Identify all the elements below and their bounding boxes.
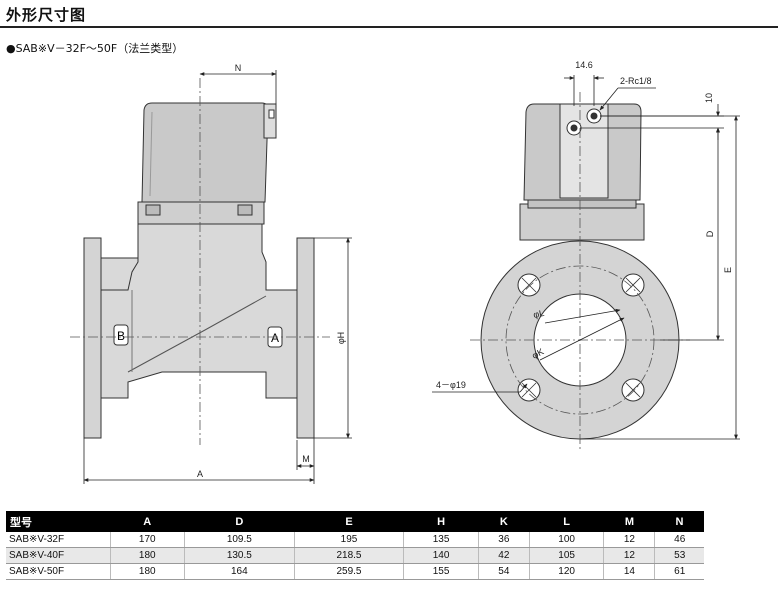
table-header-row: 型号 A D E H K L M N bbox=[6, 511, 704, 532]
table-row: SAB※V-32F 170 109.5 195 135 36 100 12 46 bbox=[6, 532, 704, 548]
cell: 218.5 bbox=[293, 547, 404, 564]
cell: 14 bbox=[603, 563, 655, 580]
dim-10: 10 bbox=[704, 93, 714, 103]
col-m: M bbox=[603, 511, 655, 532]
cell: 54 bbox=[477, 563, 530, 580]
col-l: L bbox=[529, 511, 604, 532]
col-n: N bbox=[654, 511, 704, 532]
left-flange bbox=[83, 237, 102, 439]
cell: SAB※V-50F bbox=[6, 563, 110, 580]
cell: 53 bbox=[654, 547, 704, 564]
col-d: D bbox=[184, 511, 295, 532]
title-divider bbox=[0, 26, 778, 28]
connector bbox=[263, 103, 277, 139]
col-e: E bbox=[294, 511, 404, 532]
table-row: SAB※V-40F 180 130.5 218.5 140 42 105 12 … bbox=[6, 547, 704, 564]
port-a-label: A bbox=[271, 331, 279, 345]
cell: SAB※V-32F bbox=[6, 532, 110, 548]
cell: 140 bbox=[403, 547, 479, 564]
dim-m: M bbox=[302, 454, 310, 464]
col-a: A bbox=[110, 511, 185, 532]
col-k: K bbox=[478, 511, 530, 532]
dim-n: N bbox=[235, 63, 242, 73]
cell: 180 bbox=[109, 547, 185, 564]
cell: 36 bbox=[477, 532, 530, 548]
dim-a: A bbox=[197, 469, 203, 479]
cell: 12 bbox=[603, 547, 655, 564]
cell: 180 bbox=[109, 563, 185, 580]
dim-14-6: 14.6 bbox=[575, 60, 593, 70]
dim-phi-l: φL bbox=[532, 308, 545, 320]
port-b-label: B bbox=[117, 329, 125, 343]
dim-phi-k: φK bbox=[530, 346, 545, 360]
right-flange bbox=[296, 237, 315, 439]
cell: 135 bbox=[403, 532, 479, 548]
dim-port: 2-Rc1/8 bbox=[620, 76, 652, 86]
valve-body bbox=[100, 221, 298, 399]
cell: 130.5 bbox=[184, 547, 295, 564]
dim-d: D bbox=[705, 230, 715, 237]
cell: 164 bbox=[184, 563, 295, 580]
cell: 120 bbox=[528, 563, 604, 580]
cell: 259.5 bbox=[293, 563, 404, 580]
side-view bbox=[83, 102, 315, 439]
spec-table: 型号 A D E H K L M N SAB※V-32F 170 109.5 1… bbox=[6, 511, 704, 580]
col-model: 型号 bbox=[6, 511, 110, 532]
cell: 155 bbox=[403, 563, 479, 580]
cell: 42 bbox=[477, 547, 530, 564]
cell: 46 bbox=[654, 532, 704, 548]
dim-e: E bbox=[723, 267, 733, 273]
page-title: 外形尺寸图 bbox=[6, 6, 87, 24]
cell: 109.5 bbox=[184, 532, 295, 548]
cell: 100 bbox=[528, 532, 604, 548]
table-row: SAB※V-50F 180 164 259.5 155 54 120 14 61 bbox=[6, 563, 704, 580]
dim-bolt-holes: 4－φ19 bbox=[436, 380, 466, 390]
cell: SAB※V-40F bbox=[6, 547, 110, 564]
cell: 105 bbox=[528, 547, 604, 564]
coil-housing bbox=[141, 102, 269, 203]
page-subtitle: ●SAB※V－32F～50F（法兰类型） bbox=[6, 42, 184, 55]
dimension-drawing: B A N A M φH bbox=[70, 60, 740, 484]
cell: 12 bbox=[603, 532, 655, 548]
cell: 170 bbox=[109, 532, 185, 548]
dim-phi-h: φH bbox=[336, 332, 346, 344]
col-h: H bbox=[403, 511, 479, 532]
cell: 195 bbox=[293, 532, 404, 548]
cell: 61 bbox=[654, 563, 704, 580]
